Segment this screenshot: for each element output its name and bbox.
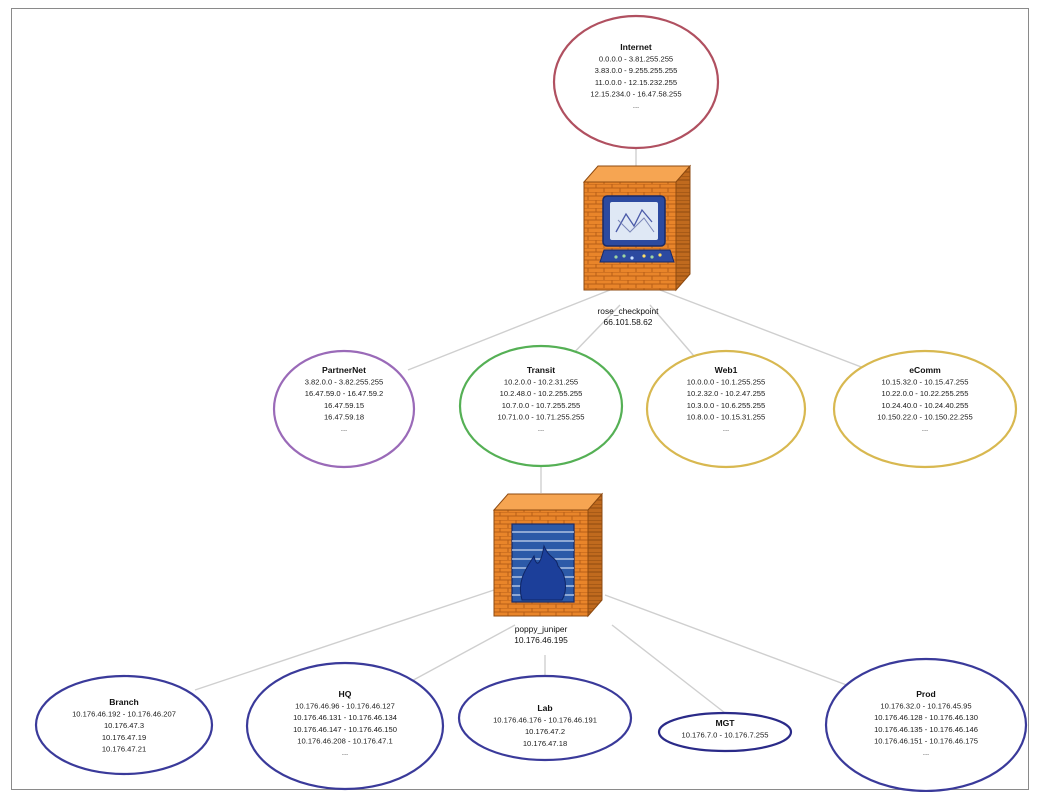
zone-range-partnernet: 16.47.59.0 - 16.47.59.2 — [305, 389, 384, 398]
zone-hq[interactable]: HQ 10.176.46.96 - 10.176.46.127 10.176.46.… — [245, 661, 445, 791]
zone-range-hq: 10.176.46.147 - 10.176.46.150 — [293, 725, 397, 734]
zone-web[interactable]: Web1 10.0.0.0 - 10.1.255.255 10.2.32.0 - 1… — [645, 349, 807, 469]
zone-range-ecomm: 10.15.32.0 - 10.15.47.255 — [882, 378, 969, 387]
zone-range-mgt: 10.176.7.0 - 10.176.7.255 — [682, 731, 769, 740]
zone-range-lab: 10.176.47.18 — [523, 739, 567, 748]
zone-ellipse-ecomm[interactable] — [832, 349, 1018, 469]
zone-range-branch: 10.176.47.21 — [102, 744, 146, 753]
firewall-name-rose: rose_checkpoint — [598, 306, 660, 316]
zone-range-branch: 10.176.47.3 — [104, 721, 144, 730]
zone-prod[interactable]: Prod 10.176.32.0 - 10.176.45.95 10.176.46.… — [824, 657, 1028, 792]
zone-range-prod: 10.176.32.0 - 10.176.45.95 — [880, 702, 971, 711]
zone-lab[interactable]: Lab 10.176.46.176 - 10.176.46.191 10.176.4… — [457, 674, 633, 762]
zone-range-hq: ... — [342, 748, 348, 757]
zone-ellipse-prod[interactable] — [824, 657, 1028, 792]
edge-rose-web — [649, 304, 701, 364]
zone-title-prod: Prod — [916, 689, 936, 699]
firewall-monitor-icon[interactable] — [582, 164, 692, 292]
zone-range-internet: 11.0.0.0 - 12.15.232.255 — [595, 78, 677, 87]
zone-ellipse-internet[interactable] — [552, 14, 720, 150]
zone-range-internet: ... — [633, 101, 639, 110]
zone-title-branch: Branch — [109, 697, 139, 707]
firewall-ip-rose: 66.101.58.62 — [604, 317, 653, 327]
zone-range-transit: 10.7.0.0 - 10.7.255.255 — [502, 401, 581, 410]
zone-range-prod: 10.176.46.128 - 10.176.46.130 — [874, 713, 978, 722]
zone-range-hq: 10.176.46.208 - 10.176.47.1 — [297, 736, 392, 745]
zone-range-lab: 10.176.47.2 — [525, 727, 565, 736]
zone-title-mgt: MGT — [715, 718, 735, 728]
zone-ellipse-transit[interactable] — [458, 344, 624, 468]
zone-range-ecomm: 10.150.22.0 - 10.150.22.255 — [877, 412, 972, 421]
zone-range-ecomm: 10.24.40.0 - 10.24.40.255 — [882, 401, 969, 410]
edge-poppy-hq — [394, 624, 516, 691]
zone-range-partnernet: 16.47.59.18 — [324, 412, 364, 421]
zone-range-partnernet: 16.47.59.15 — [324, 401, 364, 410]
zone-range-hq: 10.176.46.96 - 10.176.46.127 — [295, 702, 395, 711]
zone-ellipse-hq[interactable] — [245, 661, 445, 791]
zone-title-web: Web1 — [715, 365, 738, 375]
edge-rose-ecomm — [659, 289, 891, 379]
zone-range-prod: 10.176.46.151 - 10.176.46.175 — [874, 736, 978, 745]
zone-ellipse-branch[interactable] — [34, 674, 214, 776]
zone-range-transit: 10.2.0.0 - 10.2.31.255 — [504, 378, 578, 387]
zone-ellipse-partnernet[interactable] — [272, 349, 416, 469]
zone-range-branch: 10.176.46.192 - 10.176.46.207 — [72, 710, 176, 719]
edge-poppy-mgt — [611, 624, 726, 714]
zone-title-partnernet: PartnerNet — [322, 365, 366, 375]
zone-range-internet: 3.83.0.0 - 9.255.255.255 — [595, 66, 678, 75]
zone-range-internet: 12.15.234.0 - 16.47.58.255 — [590, 89, 681, 98]
zone-range-transit: 10.71.0.0 - 10.71.255.255 — [498, 412, 585, 421]
zone-ellipse-mgt[interactable] — [657, 711, 793, 753]
zone-range-web: 10.0.0.0 - 10.1.255.255 — [687, 378, 766, 387]
firewall-flame-icon[interactable] — [492, 492, 604, 618]
zone-range-partnernet: ... — [341, 424, 347, 433]
zone-title-transit: Transit — [527, 365, 555, 375]
zone-internet[interactable]: Internet 0.0.0.0 - 3.81.255.255 3.83.0.0 -… — [552, 14, 720, 150]
zone-transit[interactable]: Transit 10.2.0.0 - 10.2.31.255 10.2.48.0 -… — [458, 344, 624, 468]
firewall-name-poppy: poppy_juniper — [515, 624, 568, 634]
edge-poppy-branch — [194, 587, 501, 691]
zone-range-partnernet: 3.82.0.0 - 3.82.255.255 — [305, 378, 384, 387]
zone-range-web: ... — [723, 424, 729, 433]
zone-range-web: 10.8.0.0 - 10.15.31.255 — [687, 412, 766, 421]
zone-range-internet: 0.0.0.0 - 3.81.255.255 — [599, 55, 673, 64]
zone-range-ecomm: 10.22.0.0 - 10.22.255.255 — [882, 389, 969, 398]
zone-ellipse-lab[interactable] — [457, 674, 633, 762]
zone-range-prod: 10.176.46.135 - 10.176.46.146 — [874, 725, 978, 734]
zone-range-transit: ... — [538, 424, 544, 433]
zone-title-internet: Internet — [620, 42, 652, 52]
zone-partnernet[interactable]: PartnerNet 3.82.0.0 - 3.82.255.255 16.47.5… — [272, 349, 416, 469]
zone-range-transit: 10.2.48.0 - 10.2.255.255 — [500, 389, 583, 398]
zone-range-lab: 10.176.46.176 - 10.176.46.191 — [493, 716, 597, 725]
zone-mgt[interactable]: MGT 10.176.7.0 - 10.176.7.255 — [657, 711, 793, 753]
zone-range-web: 10.2.32.0 - 10.2.47.255 — [687, 389, 766, 398]
edge-poppy-prod — [604, 594, 861, 691]
zone-range-ecomm: ... — [922, 424, 928, 433]
firewall-ip-poppy: 10.176.46.195 — [514, 635, 568, 645]
zone-range-hq: 10.176.46.131 - 10.176.46.134 — [293, 713, 397, 722]
zone-title-hq: HQ — [339, 689, 352, 699]
zone-title-lab: Lab — [537, 703, 552, 713]
zone-range-branch: 10.176.47.19 — [102, 733, 146, 742]
zone-branch[interactable]: Branch 10.176.46.192 - 10.176.46.207 10.17… — [34, 674, 214, 776]
edge-rose-partnernet — [407, 289, 611, 371]
zone-title-ecomm: eComm — [909, 365, 941, 375]
zone-ecomm[interactable]: eComm 10.15.32.0 - 10.15.47.255 10.22.0.0 … — [832, 349, 1018, 469]
zone-range-prod: ... — [923, 748, 929, 757]
zone-ellipse-web[interactable] — [645, 349, 807, 469]
zone-range-web: 10.3.0.0 - 10.6.255.255 — [687, 401, 766, 410]
